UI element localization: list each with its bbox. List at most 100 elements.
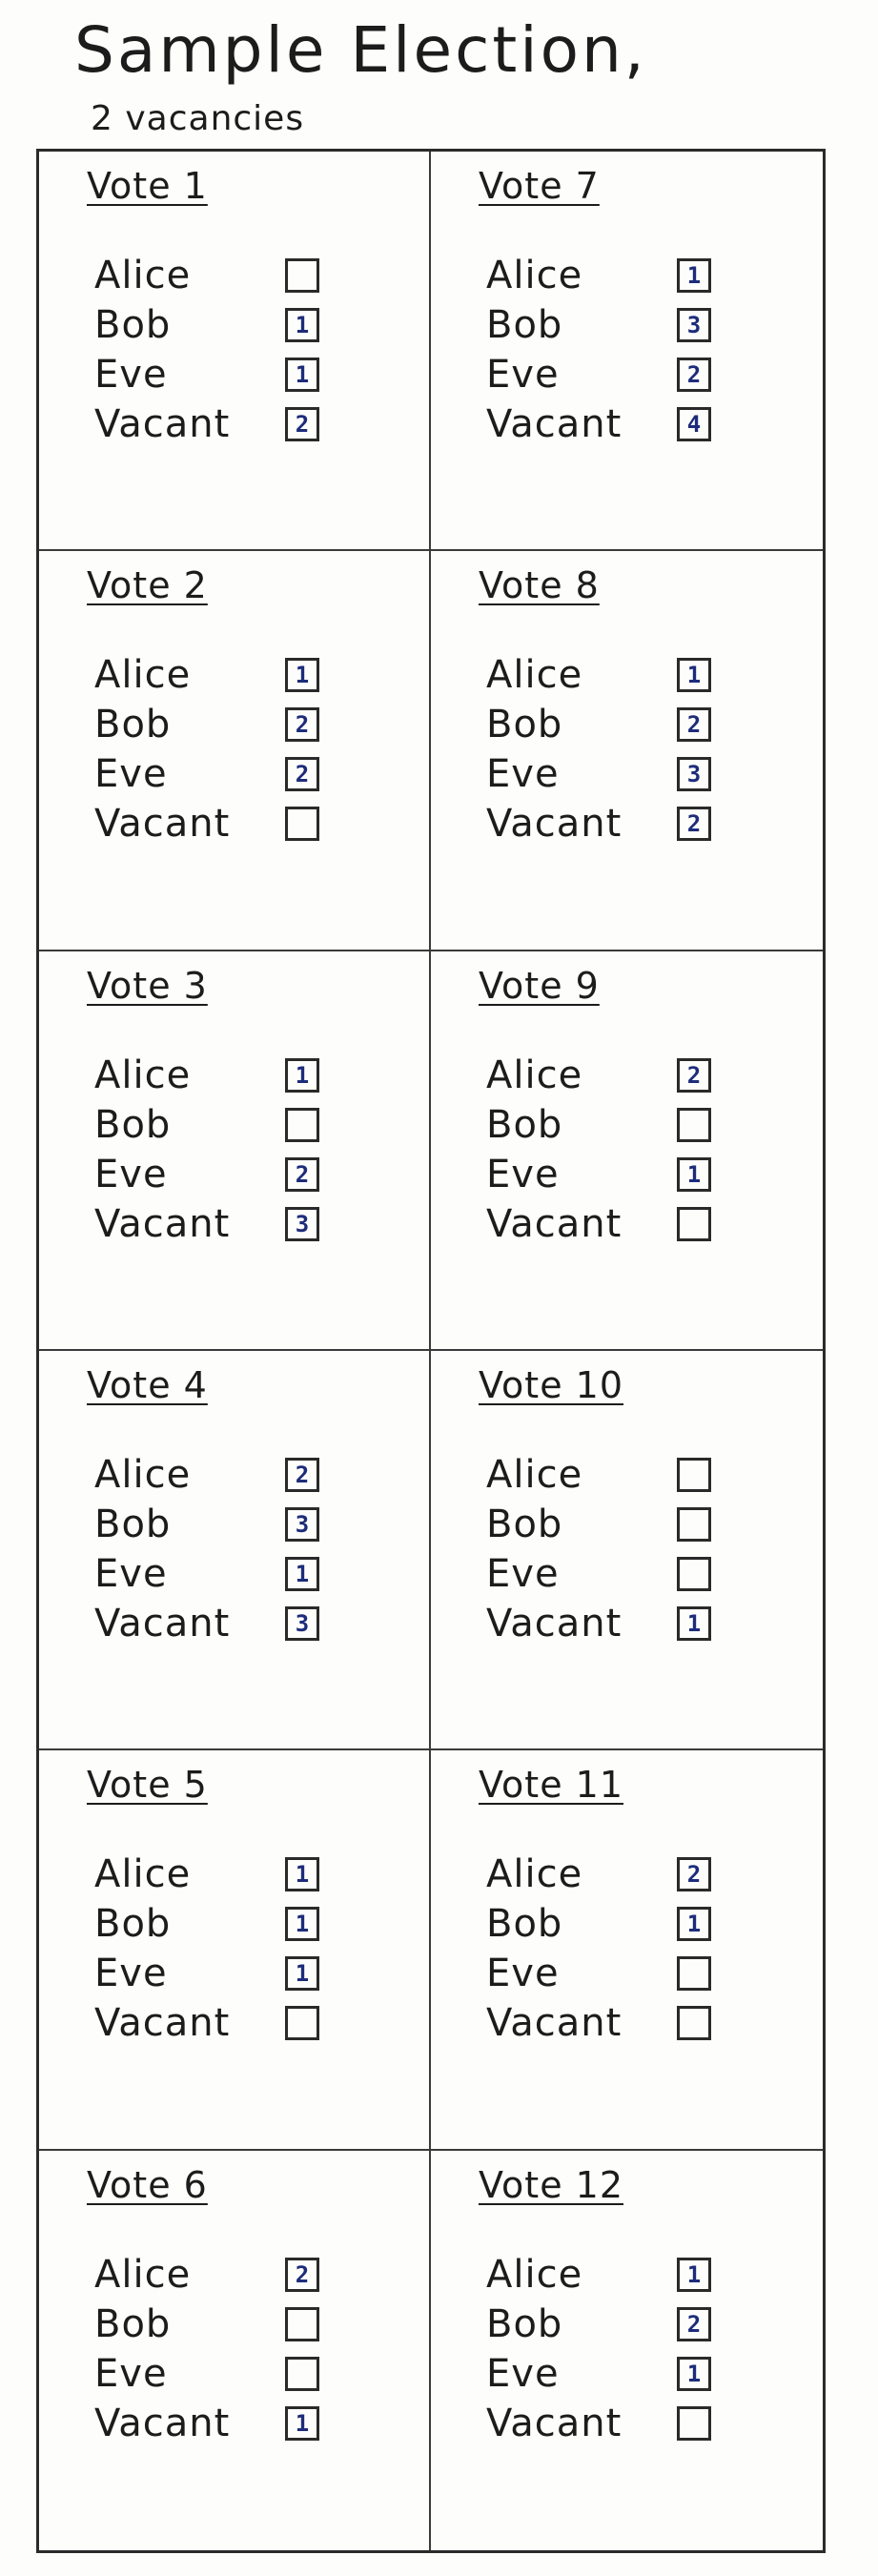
vote-title: Vote 1 [87,165,208,207]
preference-box: 3 [677,308,711,342]
preference-box: 1 [677,1606,711,1641]
preference-box: 2 [285,1156,319,1192]
preference-box: 2 [677,2306,711,2341]
election-title: Sample Election, [74,13,647,87]
candidate-name: Eve [94,1552,168,1596]
preference-box: 2 [677,1857,711,1892]
candidate-row: Eve [486,1549,801,1599]
candidate-name: Alice [94,1053,192,1097]
candidate-row: Eve [94,2349,409,2399]
candidate-name: Alice [486,1852,583,1897]
preference-box: 3 [285,1606,319,1641]
preference-box: 1 [285,1557,319,1591]
candidate-row: Alice 2 [486,1051,801,1100]
candidate-name: Vacant [94,802,231,847]
preference-box: 1 [677,2356,711,2391]
vote-title: Vote 10 [479,1364,624,1406]
candidate-row: Alice [94,251,409,300]
preference-box [677,1107,711,1142]
preference-box [677,1206,711,1241]
preference-box: 2 [285,2257,319,2292]
preference-box [677,1507,711,1542]
candidate-name: Bob [486,1902,563,1947]
vote-title: Vote 5 [87,1764,208,1807]
candidate-row: Alice [486,1450,801,1500]
candidate-row: Bob [94,1100,409,1150]
preference-box: 1 [285,2405,319,2441]
candidate-name: Bob [94,303,172,347]
preference-box: 1 [285,308,319,342]
candidate-name: Alice [94,653,192,698]
preference-box: 1 [285,1057,319,1093]
candidate-name: Eve [94,1152,168,1196]
candidate-row: Alice 1 [94,1051,409,1100]
candidate-row: Vacant [486,1998,801,2048]
candidate-row: Bob [94,2300,409,2349]
candidate-row: Bob [486,1100,801,1150]
preference-box: 2 [285,1458,319,1492]
candidate-name: Eve [94,353,168,397]
candidate-name: Vacant [486,802,623,847]
candidate-row: Alice 1 [94,650,409,700]
preference-box [677,1458,711,1492]
preference-box [285,258,319,293]
candidate-name: Alice [94,2252,192,2297]
candidate-name: Eve [486,2351,560,2396]
candidate-name: Bob [486,703,563,747]
preference-box: 3 [677,757,711,792]
candidate-row: Bob 1 [94,300,409,350]
candidate-name: Alice [486,653,583,698]
candidate-name: Eve [486,1552,560,1596]
vote-title: Vote 11 [479,1764,624,1807]
preference-box: 2 [677,1057,711,1093]
candidate-name: Bob [486,303,563,347]
candidate-name: Vacant [486,402,623,446]
candidate-row: Vacant [94,1998,409,2048]
vote-title: Vote 7 [479,165,600,207]
candidate-row: Eve 3 [486,749,801,799]
preference-box: 1 [677,2257,711,2292]
candidate-name: Eve [486,752,560,797]
candidate-row: Alice 2 [94,2250,409,2300]
candidate-name: Alice [486,1053,583,1097]
preference-box: 1 [285,1956,319,1992]
preference-box: 2 [285,757,319,792]
candidate-row: Eve 1 [94,1549,409,1599]
vote-title: Vote 9 [479,964,600,1007]
preference-box: 1 [285,1907,319,1942]
preference-box [677,2405,711,2441]
candidate-name: Eve [486,1152,560,1196]
preference-box: 3 [285,1507,319,1542]
preference-box: 1 [285,658,319,693]
preference-box [677,1557,711,1591]
preference-box: 2 [677,358,711,392]
